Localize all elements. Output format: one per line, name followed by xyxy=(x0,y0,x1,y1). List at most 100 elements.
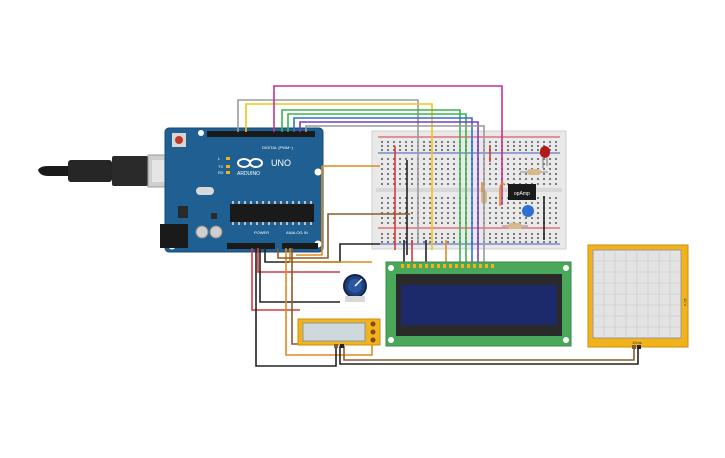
breadboard-hole xyxy=(393,178,395,180)
breadboard-hole xyxy=(447,241,449,243)
breadboard-hole xyxy=(453,202,455,204)
led[interactable] xyxy=(540,146,550,168)
breadboard-hole xyxy=(441,183,443,185)
capacitor-ceramic[interactable] xyxy=(522,205,534,217)
breadboard[interactable] xyxy=(371,130,567,250)
breadboard-hole xyxy=(519,173,521,175)
breadboard-hole xyxy=(387,233,389,235)
breadboard-hole xyxy=(555,202,557,204)
breadboard-hole xyxy=(531,149,533,151)
breadboard-hole xyxy=(387,163,389,165)
breadboard-hole xyxy=(393,158,395,160)
breadboard-hole xyxy=(507,202,509,204)
breadboard-hole xyxy=(489,241,491,243)
breadboard-hole xyxy=(405,173,407,175)
breadboard-hole xyxy=(441,149,443,151)
breadboard-hole xyxy=(399,145,401,147)
breadboard-hole xyxy=(453,158,455,160)
breadboard-hole xyxy=(537,149,539,151)
breadboard-hole xyxy=(435,197,437,199)
breadboard-hole xyxy=(549,141,551,143)
arduino-logo: UNO ARDUINO xyxy=(237,158,291,177)
breadboard-hole xyxy=(453,141,455,143)
breadboard-hole xyxy=(549,173,551,175)
breadboard-hole xyxy=(429,178,431,180)
breadboard-hole xyxy=(441,241,443,243)
breadboard-hole xyxy=(489,197,491,199)
breadboard-hole xyxy=(507,168,509,170)
breadboard-hole xyxy=(447,149,449,151)
breadboard-hole xyxy=(399,202,401,204)
resistor[interactable] xyxy=(520,169,548,175)
breadboard-hole xyxy=(507,173,509,175)
breadboard-hole xyxy=(435,241,437,243)
analog-header-label: ANALOG IN xyxy=(286,230,308,235)
usb-cable[interactable] xyxy=(38,154,185,188)
breadboard-hole xyxy=(435,158,437,160)
arduino-uno-board[interactable]: DIGITAL (PWM~) UNO ARDUINO L TX RX xyxy=(160,127,324,253)
breadboard-hole xyxy=(393,168,395,170)
breadboard-hole xyxy=(525,222,527,224)
breadboard-hole xyxy=(381,178,383,180)
lcd-16x2[interactable] xyxy=(385,261,572,347)
breadboard-hole xyxy=(543,163,545,165)
breadboard-hole xyxy=(399,237,401,239)
breadboard-hole xyxy=(381,163,383,165)
breadboard-hole xyxy=(495,202,497,204)
breadboard-hole xyxy=(489,141,491,143)
breadboard-hole xyxy=(489,173,491,175)
breadboard-hole xyxy=(411,158,413,160)
breadboard-hole xyxy=(537,145,539,147)
oscilloscope[interactable]: 10ms 10 V xyxy=(587,244,689,349)
digital-header-label: DIGITAL (PWM~) xyxy=(262,145,294,150)
resistor[interactable] xyxy=(502,223,528,229)
breadboard-hole xyxy=(453,207,455,209)
breadboard-hole xyxy=(531,222,533,224)
reset-button[interactable] xyxy=(172,133,186,147)
breadboard-hole xyxy=(555,233,557,235)
breadboard-hole xyxy=(525,163,527,165)
potentiometer[interactable] xyxy=(343,274,367,302)
wires[interactable] xyxy=(237,85,639,367)
breadboard-hole xyxy=(441,168,443,170)
breadboard-hole xyxy=(411,173,413,175)
breadboard-hole xyxy=(411,163,413,165)
breadboard-hole xyxy=(537,241,539,243)
breadboard-hole xyxy=(411,207,413,209)
breadboard-hole xyxy=(519,141,521,143)
l-led-label: L xyxy=(218,156,221,161)
breadboard-hole xyxy=(495,197,497,199)
breadboard-hole xyxy=(429,217,431,219)
breadboard-hole xyxy=(495,233,497,235)
breadboard-hole xyxy=(555,237,557,239)
breadboard-hole xyxy=(507,217,509,219)
breadboard-hole xyxy=(489,207,491,209)
breadboard-hole xyxy=(411,141,413,143)
breadboard-hole xyxy=(549,163,551,165)
breadboard-hole xyxy=(411,233,413,235)
breadboard-hole xyxy=(393,145,395,147)
breadboard-hole xyxy=(423,168,425,170)
breadboard-hole xyxy=(531,233,533,235)
breadboard-hole xyxy=(387,202,389,204)
breadboard-hole xyxy=(549,217,551,219)
breadboard-hole xyxy=(441,163,443,165)
breadboard-hole xyxy=(489,202,491,204)
breadboard-hole xyxy=(387,217,389,219)
breadboard-hole xyxy=(423,141,425,143)
function-generator[interactable] xyxy=(297,318,381,348)
breadboard-hole xyxy=(543,168,545,170)
breadboard-hole xyxy=(525,168,527,170)
breadboard-hole xyxy=(387,237,389,239)
breadboard-hole xyxy=(495,149,497,151)
breadboard-hole xyxy=(411,178,413,180)
breadboard-hole xyxy=(507,207,509,209)
opamp-chip[interactable]: opAmp xyxy=(508,184,536,200)
breadboard-hole xyxy=(387,173,389,175)
rx-led-label: RX xyxy=(218,170,224,175)
breadboard-hole xyxy=(453,149,455,151)
breadboard-hole xyxy=(393,233,395,235)
breadboard-hole xyxy=(507,212,509,214)
breadboard-hole xyxy=(507,222,509,224)
